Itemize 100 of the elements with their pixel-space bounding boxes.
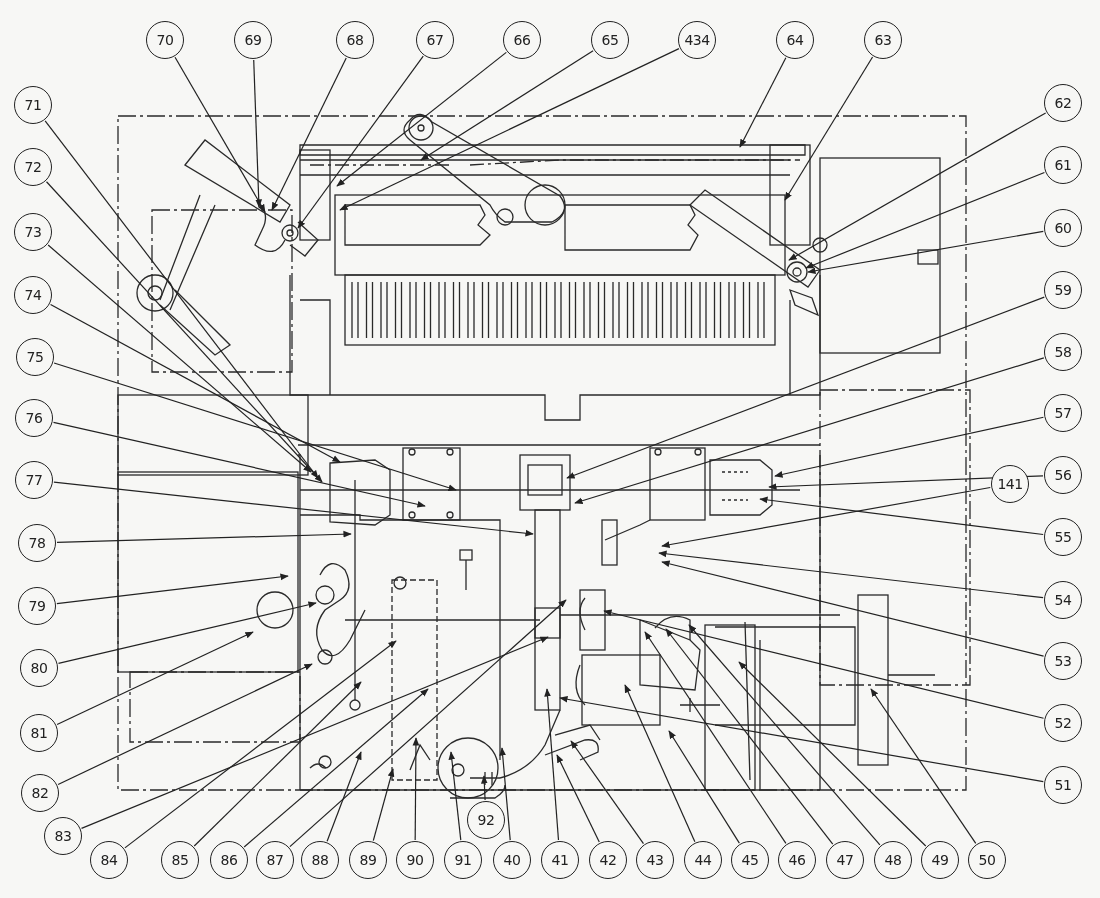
callout-number: 64 <box>776 21 814 59</box>
leader-line <box>289 599 567 848</box>
callout-number: 434 <box>678 21 716 59</box>
callout-number: 80 <box>20 649 58 687</box>
callout-number: 79 <box>18 587 56 625</box>
callout-number: 76 <box>15 399 53 437</box>
leader-line <box>661 486 991 548</box>
leader-line <box>297 55 424 229</box>
leader-line <box>174 56 266 213</box>
callout-number: 49 <box>921 841 959 879</box>
callout-number: 90 <box>396 841 434 879</box>
callout-number: 53 <box>1044 642 1082 680</box>
callout-number: 44 <box>684 841 722 879</box>
leader-line <box>124 640 397 849</box>
callout-number: 50 <box>968 841 1006 879</box>
leader-line <box>412 737 420 841</box>
leader-line <box>336 51 507 187</box>
leader-line <box>574 357 1045 504</box>
callout-number: 87 <box>256 841 294 879</box>
callout-number: 51 <box>1044 766 1082 804</box>
callout-number: 141 <box>991 465 1029 503</box>
callout-number: 81 <box>20 714 58 752</box>
callout-number: 72 <box>14 148 52 186</box>
callout-number: 46 <box>778 841 816 879</box>
leader-line <box>603 609 1045 719</box>
callout-number: 70 <box>146 21 184 59</box>
leader-line <box>570 740 645 845</box>
leader-line <box>661 560 1045 657</box>
leader-line <box>52 421 426 508</box>
callout-number: 85 <box>161 841 199 879</box>
leader-line <box>738 661 927 847</box>
leader-line <box>420 50 594 161</box>
leader-line <box>193 681 362 847</box>
leader-line <box>658 550 1044 599</box>
callout-number: 60 <box>1044 209 1082 247</box>
callout-number: 41 <box>541 841 579 879</box>
leader-line <box>566 296 1045 479</box>
callout-number: 91 <box>444 841 482 879</box>
leader-line <box>759 496 1044 536</box>
leader-line <box>559 696 1044 783</box>
leader-line <box>624 684 696 843</box>
callout-number: 43 <box>636 841 674 879</box>
leader-line <box>448 751 462 841</box>
leader-line <box>56 631 254 726</box>
leader-line <box>253 59 263 208</box>
callout-number: 56 <box>1044 456 1082 494</box>
leader-line <box>53 481 534 537</box>
callout-number: 88 <box>301 841 339 879</box>
leader-line <box>774 416 1045 478</box>
leader-line <box>49 303 341 463</box>
leader-line <box>499 747 511 841</box>
leader-line <box>807 230 1044 275</box>
leader-line <box>53 362 457 491</box>
callout-number: 84 <box>90 841 128 879</box>
callout-number: 58 <box>1044 333 1082 371</box>
callout-number: 52 <box>1044 704 1082 742</box>
leader-line <box>47 244 312 473</box>
leader-line <box>56 530 352 544</box>
callout-number: 67 <box>416 21 454 59</box>
callout-number: 42 <box>589 841 627 879</box>
callout-number: 59 <box>1044 271 1082 309</box>
leader-line <box>556 754 600 843</box>
leader-line <box>57 663 313 786</box>
callout-number: 83 <box>44 817 82 855</box>
callout-number: 69 <box>234 21 272 59</box>
leader-line <box>372 768 395 842</box>
callout-number: 57 <box>1044 394 1082 432</box>
leader-line <box>57 601 317 665</box>
leader-line <box>44 120 319 479</box>
callout-number: 92 <box>467 801 505 839</box>
callout-number: 74 <box>14 276 52 314</box>
callout-number: 45 <box>731 841 769 879</box>
callout-number: 40 <box>493 841 531 879</box>
callout-number: 89 <box>349 841 387 879</box>
leader-line <box>326 751 362 842</box>
callout-number: 65 <box>591 21 629 59</box>
leader-line <box>339 48 680 211</box>
leader-line <box>80 636 549 829</box>
callout-number: 77 <box>15 461 53 499</box>
leader-line <box>788 112 1047 261</box>
leader-line <box>45 181 323 483</box>
leader-line <box>665 628 834 845</box>
leader-line <box>784 56 874 201</box>
callout-number: 73 <box>14 213 52 251</box>
callout-number: 75 <box>16 338 54 376</box>
callout-number: 66 <box>503 21 541 59</box>
callout-number: 48 <box>874 841 912 879</box>
leader-line <box>805 171 1046 269</box>
leader-line <box>688 624 881 846</box>
leader-line <box>870 688 977 845</box>
leader-line <box>56 573 289 605</box>
leader-line <box>544 688 560 841</box>
callout-number: 82 <box>21 774 59 812</box>
leader-line <box>243 688 429 848</box>
callout-number: 61 <box>1044 146 1082 184</box>
leader-line <box>668 730 740 844</box>
callout-number: 78 <box>18 524 56 562</box>
callout-number: 71 <box>14 86 52 124</box>
leader-line <box>481 775 488 801</box>
leader-line <box>739 57 787 148</box>
